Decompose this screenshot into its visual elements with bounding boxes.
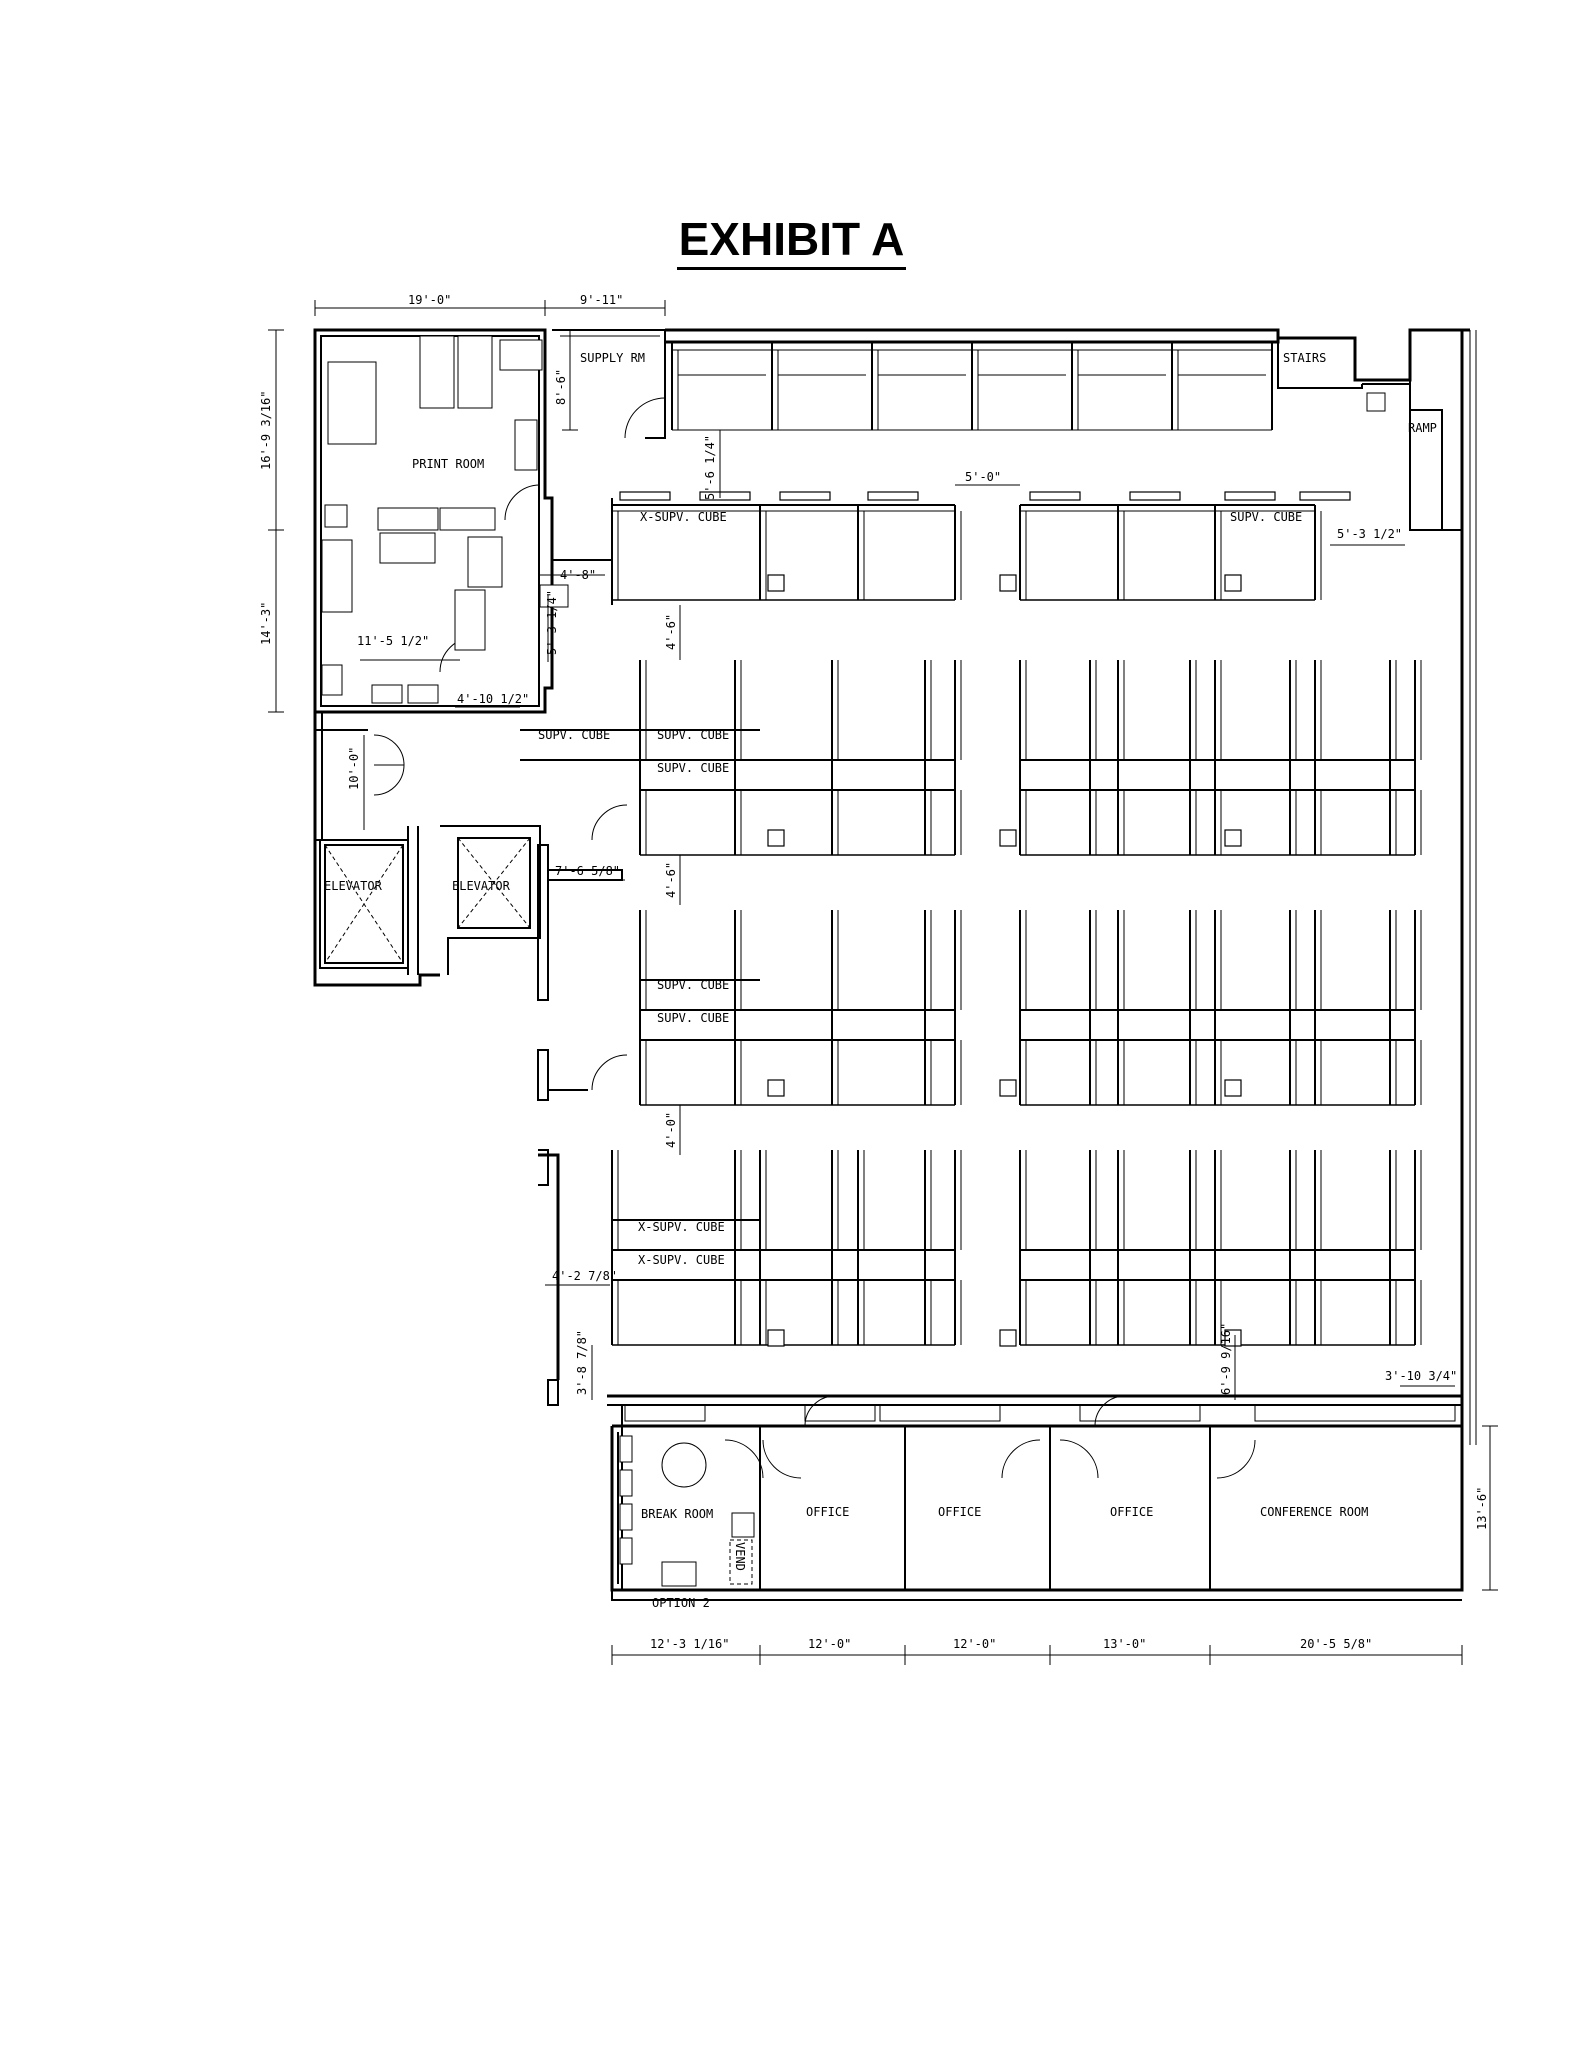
office-2-label: OFFICE	[938, 1505, 981, 1519]
dim-11-5-1-2: 11'-5 1/2"	[357, 634, 429, 648]
dim-aisle-center: 5'-0"	[965, 470, 1001, 484]
x-supv-cube-label: X-SUPV. CUBE	[638, 1220, 725, 1234]
conference-room-label: CONFERENCE ROOM	[1260, 1505, 1368, 1519]
cube-chair	[999, 1079, 1017, 1097]
dim-4-2-7-8: 4'-2 7/8"	[552, 1269, 617, 1283]
cube-chair	[767, 1329, 785, 1347]
elevator-label-1: ELEVATOR	[324, 879, 383, 893]
dim-bottom-4: 13'-0"	[1103, 1637, 1146, 1651]
dim-4-10-1-2: 4'-10 1/2"	[457, 692, 529, 706]
supply-room-label: SUPPLY RM	[580, 351, 645, 365]
option-2-label: OPTION 2	[652, 1596, 710, 1610]
dim-supply-height: 8'-6"	[554, 369, 568, 405]
x-supv-cube-label: X-SUPV. CUBE	[640, 510, 727, 524]
cube-chair	[999, 1329, 1017, 1347]
print-room-furniture	[321, 335, 1386, 704]
dim-7-6-5-8: 7'-6 5/8"	[555, 864, 620, 878]
supv-cube-label: SUPV. CUBE	[657, 978, 729, 992]
door-swings	[373, 397, 1256, 1479]
cube-chair	[1224, 1079, 1242, 1097]
break-room-label: BREAK ROOM	[641, 1507, 713, 1521]
dim-13-6: 13'-6"	[1475, 1487, 1489, 1530]
stairs-label: STAIRS	[1283, 351, 1326, 365]
dim-4-6-b: 4'-6"	[664, 862, 678, 898]
dim-left-upper: 16'-9 3/16"	[259, 391, 273, 470]
desk-strip	[1129, 491, 1181, 501]
dim-bottom-1: 12'-3 1/16"	[650, 1637, 729, 1651]
desk-strip	[699, 491, 751, 501]
cube-chair	[767, 574, 785, 592]
dim-aisle-top: 5'-6 1/4"	[703, 435, 717, 500]
cube-chair	[767, 829, 785, 847]
desk-strip	[1029, 491, 1081, 501]
x-supv-cube-label: X-SUPV. CUBE	[638, 1253, 725, 1267]
dim-bottom-5: 20'-5 5/8"	[1300, 1637, 1372, 1651]
cube-labels: X-SUPV. CUBE SUPV. CUBE SUPV. CUBE SUPV.…	[538, 510, 1302, 1267]
dim-left-lower: 14'-3"	[259, 602, 273, 645]
office-3-label: OFFICE	[1110, 1505, 1153, 1519]
cube-chair	[1224, 574, 1242, 592]
supv-cube-label: SUPV. CUBE	[657, 728, 729, 742]
dimension-lines	[268, 300, 1498, 1665]
office-1-label: OFFICE	[806, 1505, 849, 1519]
cube-chair	[999, 574, 1017, 592]
dim-bottom-2: 12'-0"	[808, 1637, 851, 1651]
exterior-walls	[313, 328, 1477, 1601]
cube-chair	[1224, 1329, 1242, 1347]
dim-top-right: 9'-11"	[580, 293, 623, 307]
desk-strip	[619, 491, 671, 501]
desk-strip	[779, 491, 831, 501]
dim-bottom-3: 12'-0"	[953, 1637, 996, 1651]
cube-chair	[999, 829, 1017, 847]
desk-strip	[867, 491, 919, 501]
print-room-label: PRINT ROOM	[412, 457, 484, 471]
supv-cube-label: SUPV. CUBE	[657, 1011, 729, 1025]
dim-3-10-3-4: 3'-10 3/4"	[1385, 1369, 1457, 1383]
dim-10-0: 10'-0"	[347, 747, 361, 790]
dim-4-0: 4'-0"	[664, 1112, 678, 1148]
cube-chair	[1224, 829, 1242, 847]
dimension-labels: 19'-0" 9'-11" 16'-9 3/16" 14'-3" 8'-6" 5…	[259, 293, 1489, 1651]
elevator-label-2: ELEVATOR	[452, 879, 511, 893]
desk-strip	[1299, 491, 1351, 501]
supv-cube-label: SUPV. CUBE	[538, 728, 610, 742]
supv-cube-label: SUPV. CUBE	[657, 761, 729, 775]
dim-4-6-a: 4'-6"	[664, 614, 678, 650]
dim-5-3-1-4: 5'-3 1/4"	[545, 590, 559, 655]
page-title: EXHIBIT A	[0, 212, 1583, 270]
dim-top-left: 19'-0"	[408, 293, 451, 307]
dim-right-top: 5'-3 1/2"	[1337, 527, 1402, 541]
supv-cube-label: SUPV. CUBE	[1230, 510, 1302, 524]
desk-strip	[1224, 491, 1276, 501]
room-labels: PRINT ROOM SUPPLY RM STAIRS RAMP ELEVATO…	[324, 351, 1437, 1610]
ramp-label: RAMP	[1408, 421, 1437, 435]
dim-4-8: 4'-8"	[560, 568, 596, 582]
break-room-furniture	[619, 1404, 1456, 1587]
cubicle-grid	[520, 341, 1422, 1347]
dim-6-9-9-16: 6'-9 9/16"	[1219, 1323, 1233, 1395]
elevator-shafts	[324, 837, 531, 964]
vend-label: VEND	[733, 1542, 747, 1571]
dim-3-8-7-8: 3'-8 7/8"	[575, 1330, 589, 1395]
cube-chair	[767, 1079, 785, 1097]
